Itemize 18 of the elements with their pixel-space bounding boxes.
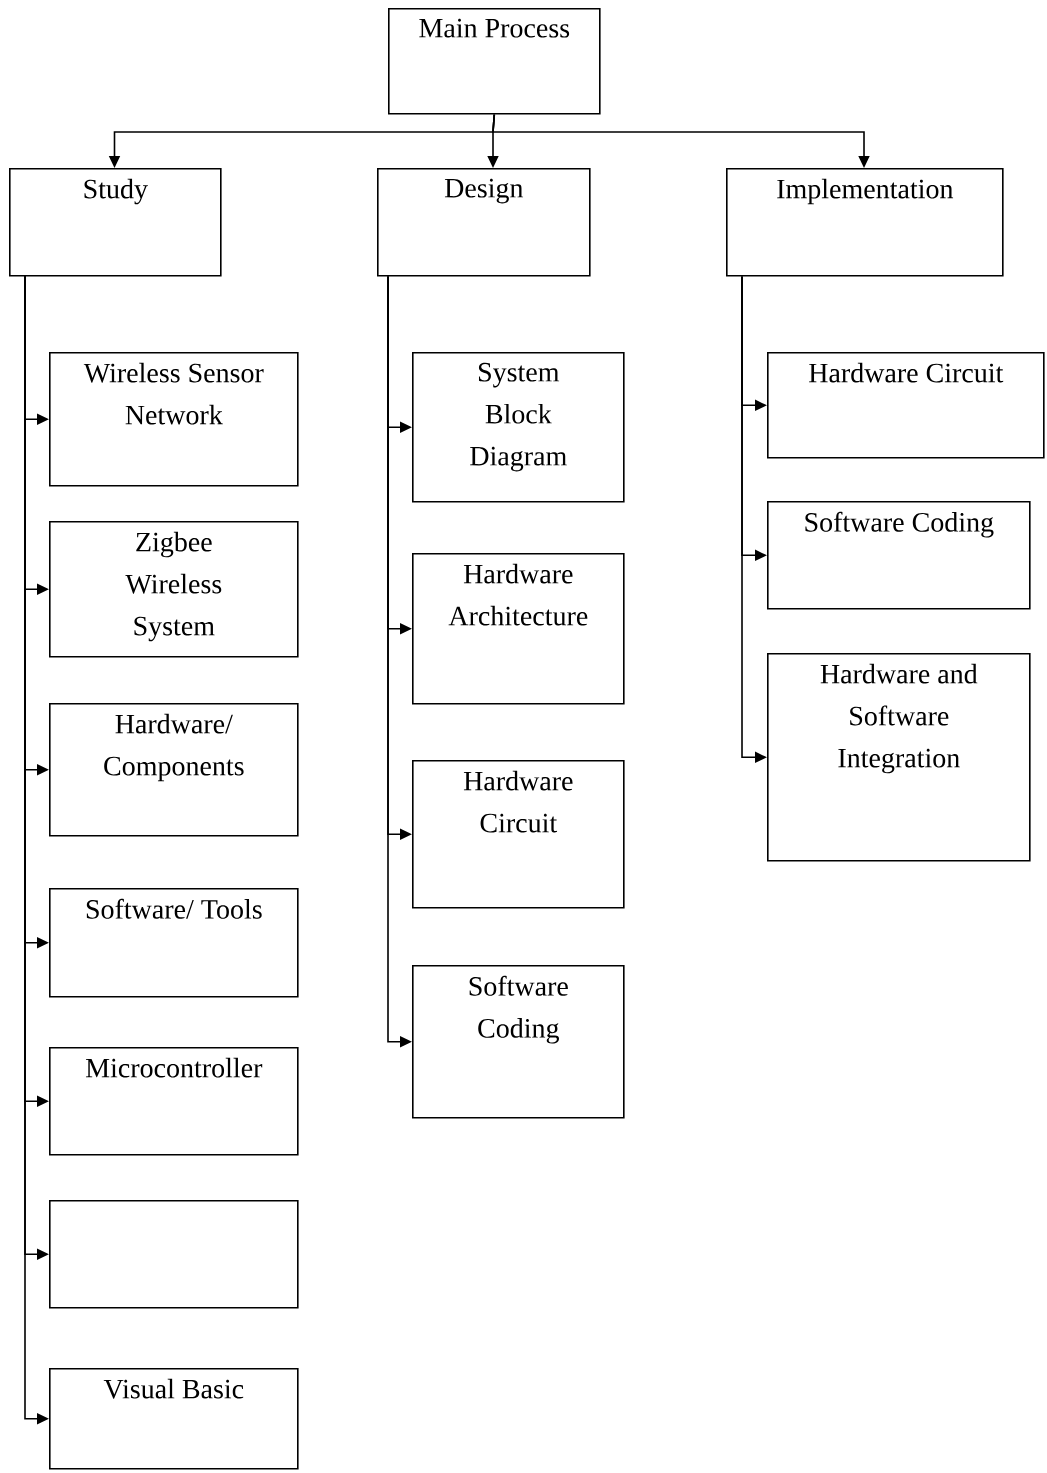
process-box: System Block Diagram [412,352,625,503]
process-box: Implementation [726,168,1004,277]
process-box: Zigbee Wireless System [49,521,299,658]
process-box: Main Process [388,8,601,115]
process-box: Wireless Sensor Network [49,352,299,487]
process-box: Hardware Circuit [767,352,1045,459]
process-box: Design [377,168,591,277]
process-box: Hardware and Software Integration [767,653,1031,862]
process-box: Hardware Circuit [412,760,625,909]
process-box: Software/ Tools [49,888,299,998]
process-box: Visual Basic [49,1368,299,1470]
process-box: Microcontroller [49,1047,299,1156]
process-box: Study [9,168,222,277]
process-box: Hardware/ Components [49,703,299,837]
process-box: Software Coding [767,501,1031,610]
process-box: Hardware Architecture [412,553,625,705]
empty-box [49,1200,299,1309]
process-box: Software Coding [412,965,625,1119]
